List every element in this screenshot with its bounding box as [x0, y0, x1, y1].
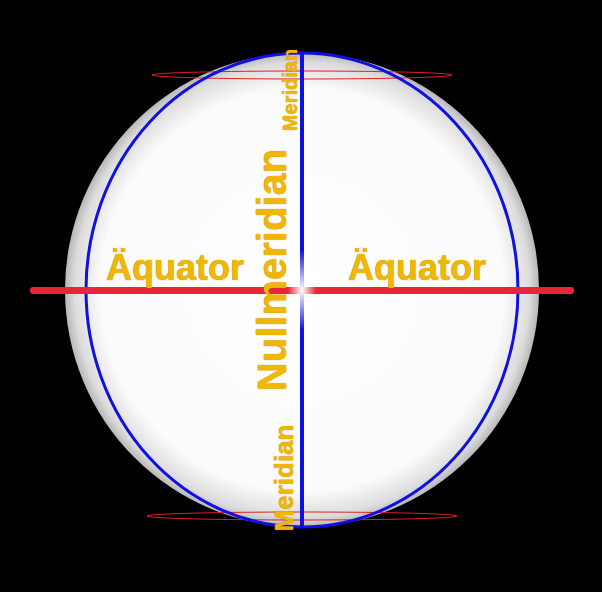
meridian-label: Meridian — [280, 49, 300, 131]
prime-meridian-label: Nullmeridian — [252, 149, 292, 391]
meridian-label: Meridian — [271, 425, 297, 532]
equator-label: Äquator — [348, 250, 486, 286]
highlight — [288, 250, 316, 330]
equator-label: Äquator — [106, 250, 244, 286]
